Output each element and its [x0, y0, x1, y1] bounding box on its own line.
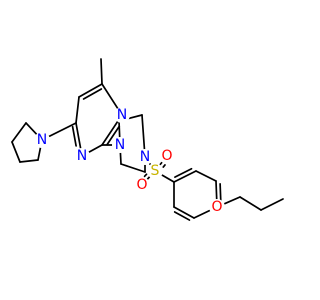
single-bond	[146, 176, 151, 180]
double-bond	[174, 167, 193, 178]
single-bond	[75, 96, 80, 124]
atom-s-sulfonyl: S	[147, 163, 163, 179]
atoms-layer: N N N N N S O O	[34, 107, 225, 215]
atom-label-n: N	[77, 148, 87, 164]
double-bond	[162, 164, 166, 168]
atom-n-pyrimidine-2: N	[74, 148, 90, 164]
atom-o-sulfonyl-top: O	[159, 148, 175, 164]
methyl-bond	[100, 58, 103, 85]
double-bond	[143, 173, 148, 178]
double-bond	[71, 125, 77, 147]
single-bond	[25, 122, 38, 136]
single-bond	[101, 120, 119, 146]
atom-o-sulfonyl-bottom: O	[134, 177, 150, 193]
atom-label-n: N	[37, 132, 47, 148]
atom-label-n: N	[140, 149, 150, 165]
single-bond	[37, 146, 42, 161]
single-bond	[161, 174, 175, 183]
single-bond	[223, 196, 241, 205]
double-bond	[106, 125, 121, 146]
single-bond	[239, 196, 262, 211]
single-bond	[75, 122, 82, 149]
atom-label-o: O	[211, 199, 222, 215]
single-bond	[195, 170, 217, 182]
single-bond	[260, 198, 284, 211]
chemical-structure-diagram: N N N N N S O O	[11, 58, 284, 221]
atom-n-piperazine-1: N	[112, 137, 128, 153]
single-bond	[119, 152, 122, 165]
double-bond	[173, 211, 191, 221]
atom-label-o: O	[136, 177, 147, 193]
single-bond	[120, 163, 146, 173]
single-bond	[88, 144, 103, 153]
single-bond	[118, 120, 121, 138]
single-bond	[11, 122, 27, 143]
single-bond	[173, 206, 195, 219]
single-bond	[48, 122, 77, 138]
atom-n-pyrrolidine: N	[34, 132, 50, 148]
atom-n-pyrimidine-1: N	[114, 107, 130, 123]
single-bond	[101, 83, 119, 110]
atom-n-piperazine-2: N	[137, 149, 153, 165]
atom-label-n: N	[117, 107, 127, 123]
bonds-layer	[11, 58, 284, 221]
atom-label-n: N	[115, 137, 125, 153]
atom-label-o: O	[161, 148, 172, 164]
single-bond	[78, 83, 103, 98]
single-bond	[159, 161, 163, 166]
atom-label-s: S	[151, 163, 160, 179]
single-bond	[173, 170, 197, 183]
atom-o-ether: O	[209, 199, 225, 215]
double-bond	[82, 88, 103, 100]
single-bond	[11, 141, 21, 163]
single-bond	[19, 159, 39, 163]
single-bond	[141, 114, 146, 150]
single-bond	[148, 162, 152, 166]
